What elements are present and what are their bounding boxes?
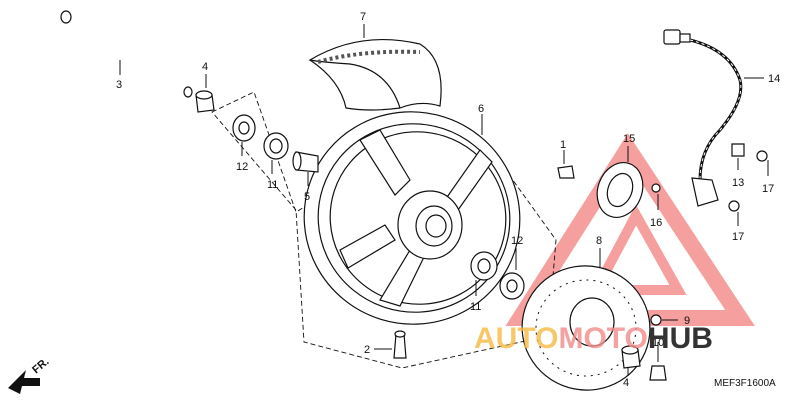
watermark-text-a: AUTO: [474, 322, 558, 355]
label-bolt-a: 17: [762, 183, 774, 195]
label-spacer: 5: [304, 191, 310, 203]
label-pulser-ring: 15: [623, 133, 635, 145]
label-valve: 2: [364, 344, 370, 356]
bolt-b-part: [728, 200, 740, 226]
seal-left-part: [232, 114, 256, 156]
label-axle: 3: [116, 79, 122, 91]
collar-bottom-part: [621, 345, 641, 376]
label-seal-right: 12: [511, 235, 523, 247]
disc-bolt-part: [650, 314, 678, 326]
label-ring-screw: 16: [650, 217, 662, 229]
brake-disc-part: [521, 248, 651, 391]
tire-part: [308, 24, 442, 111]
label-collar-top: 4: [202, 61, 208, 73]
label-tire: 7: [360, 11, 366, 23]
label-sensor: 14: [768, 73, 780, 85]
sensor-bolt-part: [731, 143, 745, 170]
ring-screw-part: [651, 183, 661, 210]
label-clip: 1: [560, 139, 566, 151]
label-disc: 8: [596, 235, 602, 247]
clip-part: [557, 150, 575, 179]
label-rim: 6: [478, 103, 484, 115]
diagram-code: MEF3F1600A: [714, 378, 776, 389]
label-bearing-left: 11: [267, 179, 278, 191]
label-bearing-right: 11: [470, 301, 481, 313]
label-sensor-bolt: 13: [732, 177, 744, 189]
speed-sensor-part: [663, 29, 764, 207]
label-collar-bottom: 4: [623, 377, 629, 389]
bolt-a-part: [756, 150, 769, 176]
assembly-outline: [211, 91, 557, 369]
pulser-ring-part: [596, 146, 644, 218]
collar-top-part: [195, 74, 215, 113]
front-direction-arrow-icon: [8, 370, 40, 394]
label-brake-bolt: 10: [652, 337, 664, 349]
watermark-text-b: MOTO: [558, 322, 647, 355]
bearing-right-part: [470, 251, 498, 296]
spacer-part: [292, 151, 319, 186]
axle-part: [60, 10, 193, 98]
bearing-left-part: [263, 132, 289, 174]
seal-right-part: [499, 248, 525, 300]
direction-label: FR.: [30, 356, 51, 377]
valve-part: [374, 330, 407, 359]
label-bolt-b: 17: [732, 231, 744, 243]
rim-part: [303, 111, 521, 325]
label-disc-bolt: 9: [684, 315, 690, 327]
label-seal-left: 12: [236, 161, 248, 173]
watermark-text: AUTOMOTOHUB: [474, 322, 713, 355]
watermark-text-c: HUB: [648, 322, 713, 355]
brake-bolt-part: [649, 342, 667, 381]
